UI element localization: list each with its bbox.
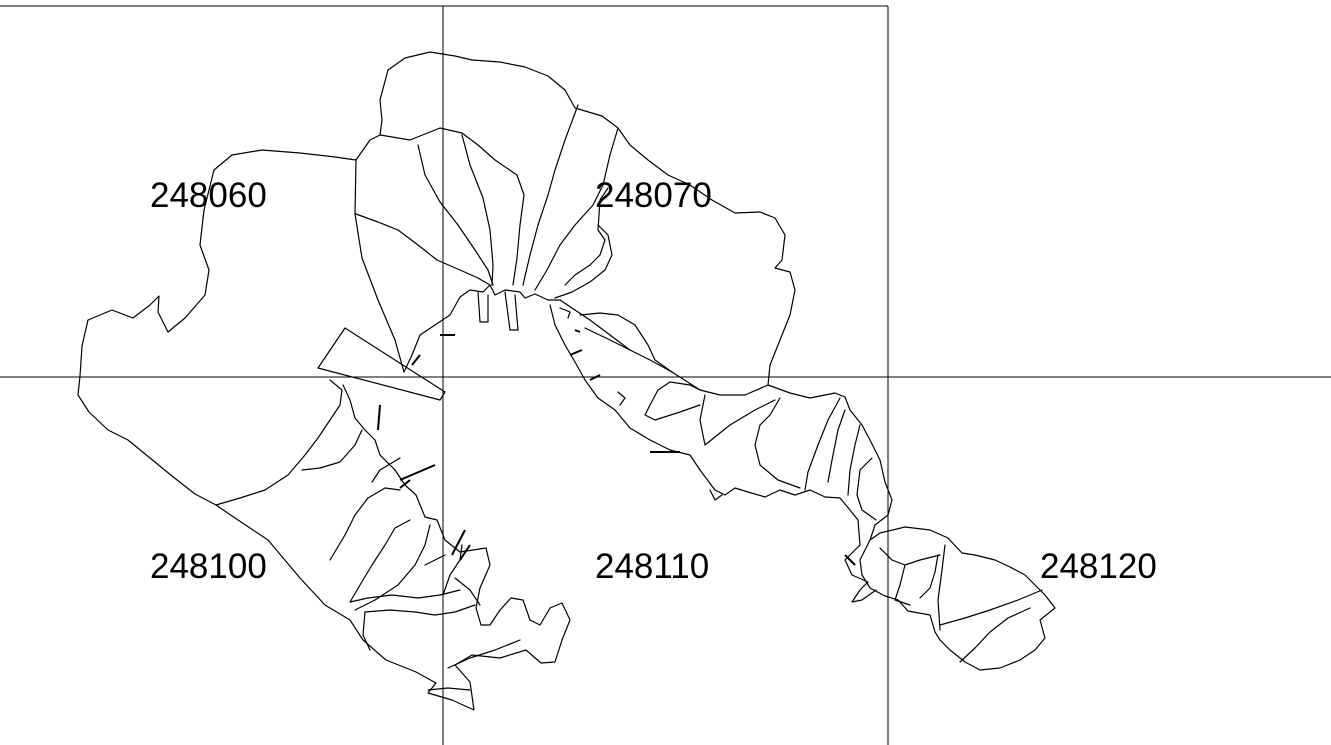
breakwater-rect bbox=[317, 327, 446, 401]
boundary-sw6 bbox=[364, 604, 476, 616]
sheet-labels: 248060 248070 248100 248110 248120 bbox=[150, 176, 1157, 586]
outline-south-shore bbox=[549, 304, 877, 603]
boundary-e2 bbox=[584, 327, 631, 351]
sheet-grid bbox=[0, 5, 1331, 745]
pier-12 bbox=[844, 554, 856, 566]
boundary-n7 bbox=[554, 224, 613, 299]
pier-block-3 bbox=[559, 307, 571, 319]
pier-1 bbox=[377, 404, 381, 431]
boundary-w1 bbox=[355, 213, 491, 286]
pier-10 bbox=[589, 374, 601, 381]
boundary-sw2 bbox=[329, 487, 401, 561]
outline-north bbox=[355, 51, 796, 386]
boundary-sw11 bbox=[371, 457, 401, 483]
boundary-n5 bbox=[534, 127, 619, 291]
outline-west bbox=[77, 149, 571, 711]
boundary-sw13 bbox=[454, 577, 481, 606]
boundary-e5 bbox=[754, 397, 801, 489]
boundary-n3 bbox=[461, 134, 494, 286]
boundary-sw4 bbox=[354, 524, 431, 611]
sheet-label-248100[interactable]: 248100 bbox=[150, 547, 267, 586]
boundary-e3 bbox=[644, 381, 701, 421]
boundary-e6 bbox=[804, 397, 841, 491]
boundary-e4 bbox=[699, 394, 776, 446]
boundary-e7 bbox=[827, 409, 846, 483]
boundary-n2 bbox=[417, 144, 494, 286]
pier-2 bbox=[399, 464, 436, 481]
boundary-se4 bbox=[937, 544, 946, 631]
pier-9 bbox=[569, 349, 583, 356]
sheet-label-248070[interactable]: 248070 bbox=[595, 176, 712, 215]
boundary-se6 bbox=[959, 607, 1031, 663]
pier-6 bbox=[411, 354, 421, 366]
boundary-e1 bbox=[579, 312, 673, 373]
boundary-sw1 bbox=[301, 429, 363, 471]
sheet-label-248120[interactable]: 248120 bbox=[1040, 547, 1157, 586]
pier-5 bbox=[459, 544, 471, 561]
pier-block-4 bbox=[617, 391, 626, 406]
coastline bbox=[77, 51, 1056, 711]
boundary-sw12 bbox=[424, 554, 446, 566]
boundary-sw9 bbox=[447, 639, 521, 669]
outline-east bbox=[767, 384, 1056, 671]
pier-8 bbox=[574, 329, 581, 333]
boundary-n6 bbox=[564, 187, 609, 286]
pier-block-1 bbox=[477, 291, 489, 323]
sheet-label-248060[interactable]: 248060 bbox=[150, 176, 267, 215]
boundary-se2 bbox=[894, 564, 911, 606]
boundary-n1 bbox=[379, 127, 525, 286]
outline-southwest-lobe bbox=[215, 379, 343, 506]
boundary-se5 bbox=[939, 589, 1043, 626]
pier-3 bbox=[399, 479, 411, 489]
boundary-e8 bbox=[847, 424, 861, 496]
boundary-sw10 bbox=[427, 687, 471, 691]
pier-block-2 bbox=[504, 291, 519, 331]
boundary-e9 bbox=[856, 457, 877, 521]
boundary-se3 bbox=[919, 554, 939, 599]
outline-harbor bbox=[403, 284, 769, 396]
boundary-se1 bbox=[879, 547, 941, 566]
boundary-sw3 bbox=[349, 519, 411, 603]
boundary-sw7 bbox=[362, 611, 371, 651]
boundary-sw8 bbox=[442, 544, 463, 596]
pier-4 bbox=[451, 529, 466, 556]
piers bbox=[317, 291, 856, 566]
sheet-label-248110[interactable]: 248110 bbox=[595, 547, 709, 586]
watershed-boundaries bbox=[301, 104, 1043, 691]
boundary-n4 bbox=[522, 104, 579, 286]
pier-block-5 bbox=[709, 489, 723, 501]
